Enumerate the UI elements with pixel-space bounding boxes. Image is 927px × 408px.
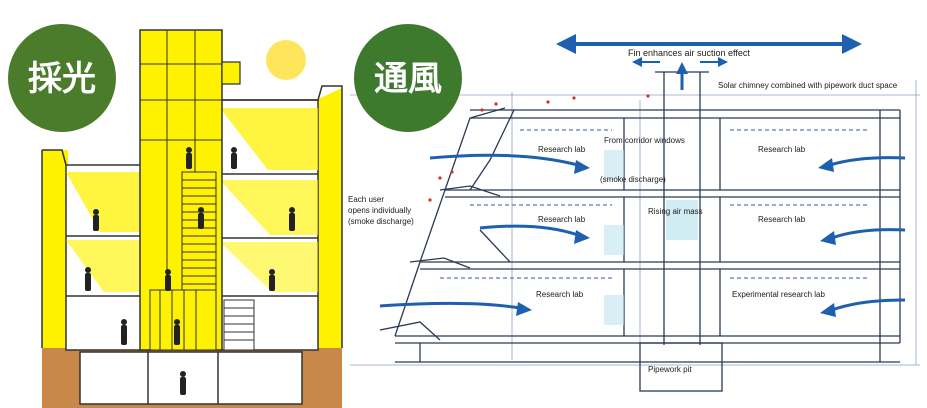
- lab-label-4: Research lab: [758, 215, 806, 224]
- rising-air-label: Rising air mass: [648, 207, 703, 216]
- people-figures: [85, 147, 295, 395]
- smoke-label: (smoke discharge): [600, 175, 666, 184]
- fin-label: Fin enhances air suction effect: [628, 48, 750, 58]
- ventilation-badge-label: 通風: [374, 59, 442, 99]
- airflow-arrows: [379, 34, 906, 317]
- atrium-stairs: [149, 171, 255, 351]
- daylight-badge: [8, 24, 116, 132]
- ventilation-badge: [354, 24, 462, 132]
- lab-label-6: Experimental research lab: [732, 290, 825, 299]
- lab-label-5: Research lab: [536, 290, 584, 299]
- user-label-line3: (smoke discharge): [348, 217, 414, 226]
- right-light-wing: [316, 88, 342, 348]
- user-label-line1: Each user: [348, 195, 384, 204]
- daylight-badge-label: 採光: [28, 59, 96, 99]
- corridor-label: From corridor windows: [604, 136, 685, 145]
- user-label-line2: opens individually: [348, 206, 411, 215]
- building-section-sketch: [379, 71, 901, 392]
- lab-label-2: Research lab: [758, 145, 806, 154]
- pit-label: Pipework pit: [648, 365, 692, 374]
- chimney-label: Solar chimney combined with pipework duc…: [718, 81, 898, 90]
- left-light-wing: [42, 150, 68, 348]
- daylight-section: 採光: [8, 24, 343, 408]
- lab-label-3: Research lab: [538, 215, 586, 224]
- basement: [79, 351, 303, 405]
- sun-icon: [266, 40, 306, 80]
- rising-air-column: [666, 200, 698, 240]
- lab-label-1: Research lab: [538, 145, 586, 154]
- ventilation-section: Fin enhances air suction effect Solar ch…: [348, 24, 920, 392]
